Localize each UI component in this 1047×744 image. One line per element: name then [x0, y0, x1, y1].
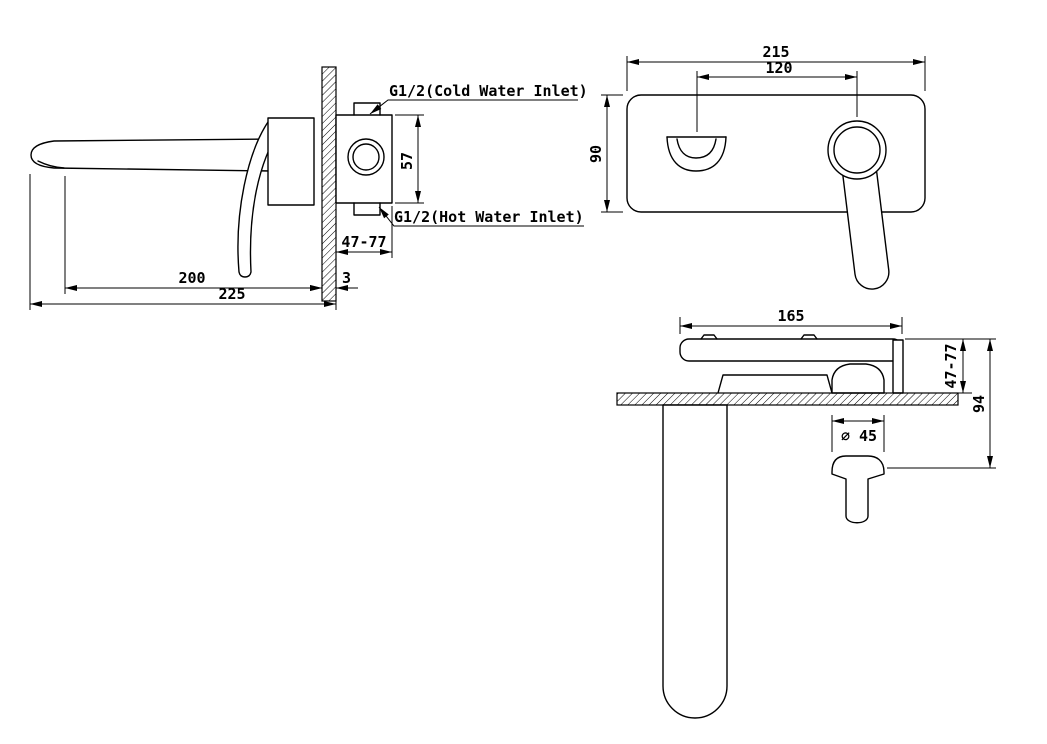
dim-mount-depth-top: 47-77 — [942, 343, 960, 388]
cold-inlet-label: G1/2(Cold Water Inlet) — [389, 82, 588, 100]
side-valve-body — [267, 117, 315, 206]
inlet-circle-inner — [352, 143, 380, 171]
top-handle-knob — [831, 455, 885, 524]
dim-mount-depth-side: 47-77 — [341, 233, 386, 251]
top-dimension-165 — [679, 317, 903, 334]
top-mount-trapezoid — [717, 374, 833, 394]
top-handle-dome — [831, 363, 885, 394]
dim-hole-centers: 120 — [765, 59, 792, 77]
side-inwall-body — [335, 102, 393, 216]
dim-spout-reach: 200 — [178, 269, 205, 287]
dim-plate-thickness: 3 — [342, 269, 351, 287]
dim-projection: 94 — [970, 395, 988, 413]
top-body-end-cap — [892, 339, 904, 394]
dim-plate-width: 215 — [762, 43, 789, 61]
side-wall-plate — [321, 66, 337, 302]
top-dimension-d45 — [831, 415, 885, 452]
hot-inlet-label: G1/2(Hot Water Inlet) — [394, 208, 584, 226]
top-dimensions-right — [887, 338, 996, 469]
top-wall-section — [616, 392, 959, 406]
side-handle — [237, 121, 282, 278]
hot-inlet-port — [353, 202, 381, 216]
dim-valve-height: 57 — [398, 152, 416, 170]
dim-body-length: 165 — [777, 307, 804, 325]
front-spout-outlet — [666, 136, 727, 172]
front-dimensions — [601, 56, 926, 213]
side-dimensions — [29, 99, 584, 310]
cold-inlet-leader — [369, 99, 578, 115]
side-view: G1/2(Cold Water Inlet) G1/2(Hot Water In… — [29, 66, 588, 310]
dim-handle-diameter: ⌀ 45 — [841, 427, 877, 445]
top-body — [679, 334, 904, 394]
front-view: 215 120 90 — [587, 43, 926, 290]
top-spout — [662, 404, 728, 719]
side-spout-tip-detail — [37, 160, 65, 169]
side-spout — [30, 138, 273, 172]
dim-plate-height: 90 — [587, 145, 605, 163]
front-handle-base-inner — [833, 126, 881, 174]
dim-total-reach: 225 — [218, 285, 245, 303]
hot-inlet-leader — [378, 206, 584, 227]
top-view: 165 ⌀ 45 47-7 — [616, 307, 996, 719]
